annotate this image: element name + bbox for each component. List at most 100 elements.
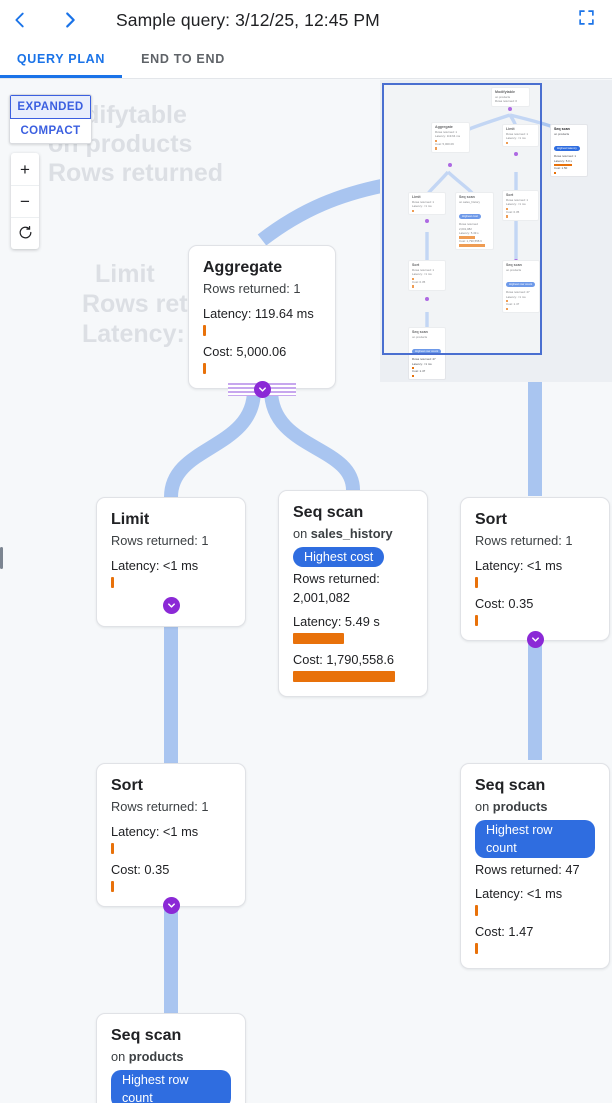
mode-compact-button[interactable]: COMPACT bbox=[10, 119, 91, 143]
minimap-node-sub: Rows returned: 1 bbox=[412, 268, 435, 272]
minimap-bar bbox=[412, 285, 414, 289]
minimap-node-sub: Rows returned: 1 bbox=[435, 130, 458, 134]
collapse-button-sort-right[interactable] bbox=[527, 631, 544, 648]
node-sort-right[interactable]: Sort Rows returned: 1 Latency: <1 ms Cos… bbox=[460, 497, 610, 641]
node-seq-sales-title: Seq scan bbox=[293, 504, 364, 521]
reset-icon bbox=[18, 225, 33, 243]
minimap-node-title: Seq scan bbox=[554, 127, 570, 131]
minimap-node-sub: Latency: <1 ms bbox=[412, 361, 432, 366]
node-seq-scan-products-right[interactable]: Seq scan on products Highest row count R… bbox=[460, 763, 610, 969]
node-aggregate-latency: Latency: 119.64 ms bbox=[203, 306, 314, 321]
minimap-node-sub: Rows returned: 47 bbox=[506, 290, 530, 295]
node-sort-right-cost-bar bbox=[475, 615, 478, 626]
tab-bar: QUERY PLAN END TO END bbox=[0, 40, 612, 79]
on-prefix: on bbox=[475, 799, 493, 814]
minimap-node-sub: on products bbox=[495, 95, 511, 99]
minimap-node-sort-left: Sort Rows returned: 1 Latency: <1 ms Cos… bbox=[408, 260, 446, 292]
node-seq-products-right-latency: Latency: <1 ms bbox=[475, 886, 563, 901]
fullscreen-button[interactable] bbox=[566, 0, 606, 40]
node-aggregate-cost: Cost: 5,000.06 bbox=[203, 344, 287, 359]
collapse-button-limit[interactable] bbox=[163, 597, 180, 614]
minimap-badge: Highest latency bbox=[554, 146, 580, 152]
node-seq-scan-sales-history[interactable]: Seq scan on sales_history Highest cost R… bbox=[278, 490, 428, 697]
node-sort-left[interactable]: Sort Rows returned: 1 Latency: <1 ms Cos… bbox=[96, 763, 246, 907]
zoom-out-button[interactable]: − bbox=[11, 185, 39, 217]
minimap-node-sub: Cost: 1.50 bbox=[554, 166, 568, 171]
minimap-node-sub: Cost: 5,000.06 bbox=[435, 142, 454, 147]
node-seq-products-right-latency-bar bbox=[475, 905, 478, 916]
page-title: Sample query: 3/12/25, 12:45 PM bbox=[116, 9, 380, 30]
minimap-collapse-dot bbox=[508, 107, 512, 111]
collapse-button-sort-left[interactable] bbox=[163, 897, 180, 914]
on-prefix: on bbox=[111, 1049, 129, 1064]
edge-aggregate-limit bbox=[164, 389, 261, 498]
chevron-left-icon bbox=[9, 9, 31, 31]
mode-expanded-button[interactable]: EXPANDED bbox=[10, 95, 91, 119]
node-seq-sales-latency: Latency: 5.49 s bbox=[293, 614, 380, 629]
minimap-node-aggregate: Aggregate Rows returned: 1 Latency: 119.… bbox=[431, 122, 470, 154]
minimap-bar bbox=[412, 277, 414, 281]
zoom-controls[interactable]: + − bbox=[11, 153, 39, 249]
minimap-badge: Highest row count bbox=[412, 349, 442, 355]
minimap-collapse-dot bbox=[514, 152, 518, 156]
node-sort-left-rows: Rows returned: 1 bbox=[111, 799, 209, 814]
minimap-bar bbox=[506, 307, 508, 311]
node-seq-products-right-table: on products bbox=[475, 797, 595, 816]
node-seq-products-right-title: Seq scan bbox=[475, 777, 546, 794]
minimap-bar bbox=[506, 299, 508, 303]
node-sort-right-cost: Cost: 0.35 bbox=[475, 596, 534, 611]
layout-mode-toggle[interactable]: EXPANDED COMPACT bbox=[9, 94, 92, 144]
forward-button[interactable] bbox=[50, 0, 90, 40]
node-aggregate[interactable]: Aggregate Rows returned: 1 Latency: 119.… bbox=[188, 245, 336, 389]
badge-highest-row-count-bottom: Highest row count bbox=[111, 1070, 231, 1103]
node-seq-sales-rows-label: Rows returned: bbox=[293, 571, 380, 586]
table-name: products bbox=[492, 799, 548, 814]
zoom-in-button[interactable]: + bbox=[20, 159, 30, 179]
minimap-viewport-rect[interactable] bbox=[382, 83, 542, 355]
canvas-scrollbar-thumb[interactable] bbox=[0, 547, 3, 569]
node-seq-products-right-rows: Rows returned: 47 bbox=[475, 862, 580, 877]
node-limit-title: Limit bbox=[111, 511, 150, 528]
minimap-node-title: Aggregate bbox=[435, 125, 453, 129]
query-plan-canvas[interactable]: Modifytable on products Rows returned Li… bbox=[0, 80, 612, 1103]
node-sort-right-latency-bar bbox=[475, 577, 478, 588]
reset-view-button[interactable] bbox=[11, 217, 39, 249]
minimap[interactable]: Modifytable on products Rows returned: 0… bbox=[380, 80, 612, 382]
minimap-node-sub: on products bbox=[554, 132, 570, 136]
tab-end-to-end[interactable]: END TO END bbox=[122, 40, 244, 78]
minimap-node-title: Seq scan bbox=[412, 330, 428, 334]
ghost-text-3: Rows returned bbox=[48, 159, 224, 187]
minimap-node-sub: Rows returned: 1 bbox=[506, 132, 529, 136]
ghost-text-4: Limit bbox=[95, 260, 155, 288]
minimap-node-sub: Cost: 0.35 bbox=[412, 280, 426, 285]
minimap-node-sub: Latency: 5.0 s bbox=[554, 158, 572, 163]
minimap-collapse-dot bbox=[425, 297, 429, 301]
minimap-bar bbox=[435, 139, 437, 143]
badge-highest-row-count-right: Highest row count bbox=[475, 820, 595, 858]
tab-query-plan[interactable]: QUERY PLAN bbox=[0, 40, 122, 78]
minimap-bar bbox=[435, 147, 437, 151]
minimap-node-limit-top: Limit Rows returned: 1 Latency: <1 ms bbox=[502, 124, 539, 148]
minimap-node-sub: Rows returned: 1 bbox=[554, 154, 577, 159]
back-button[interactable] bbox=[0, 0, 40, 40]
collapse-button-aggregate[interactable] bbox=[254, 381, 271, 398]
node-sort-right-rows: Rows returned: 1 bbox=[475, 533, 573, 548]
minimap-node-title: Sort bbox=[412, 263, 420, 267]
app-header: Sample query: 3/12/25, 12:45 PM bbox=[0, 0, 612, 40]
fullscreen-icon bbox=[578, 9, 595, 31]
node-seq-scan-products-bottom[interactable]: Seq scan on products Highest row count R… bbox=[96, 1013, 246, 1103]
minimap-bar bbox=[506, 141, 508, 145]
minimap-node-sub: Latency: <1 ms bbox=[506, 136, 526, 141]
minimap-node-sub: Cost: 1.47 bbox=[506, 302, 520, 307]
node-sort-left-cost-bar bbox=[111, 881, 114, 892]
node-seq-products-right-cost-bar bbox=[475, 943, 478, 954]
node-seq-products-right-cost: Cost: 1.47 bbox=[475, 924, 534, 939]
minimap-bar bbox=[412, 366, 414, 370]
minimap-node-modifytable: Modifytable on products Rows returned: 0 bbox=[491, 87, 530, 107]
table-name: products bbox=[128, 1049, 184, 1064]
minimap-node-sub: Latency: 119.64 ms bbox=[435, 134, 461, 139]
minimap-node-sub: Latency: <1 ms bbox=[506, 294, 526, 299]
node-limit-latency: Latency: <1 ms bbox=[111, 558, 199, 573]
chevron-right-icon bbox=[59, 9, 81, 31]
tab-end-to-end-label: END TO END bbox=[141, 52, 225, 66]
